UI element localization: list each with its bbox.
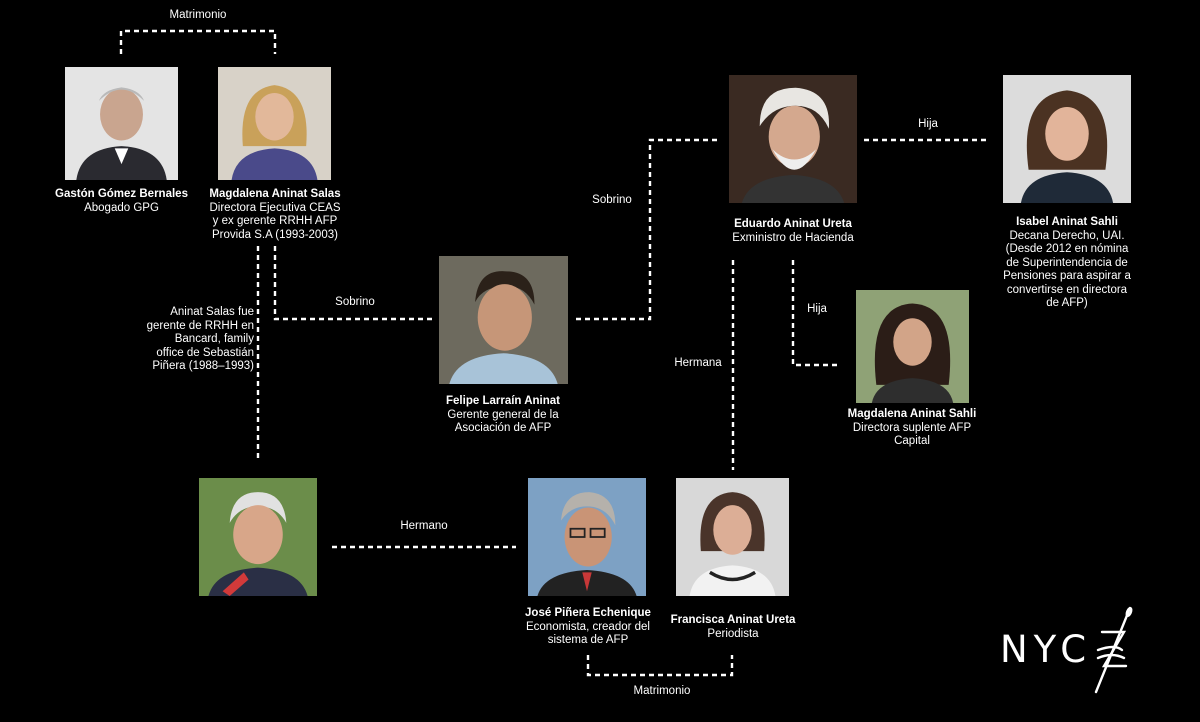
line-sobrino-right — [576, 138, 718, 321]
person-description: Decana Derecho, UAI. (Desde 2012 en nómi… — [1003, 229, 1131, 310]
caption-isabel: Isabel Aninat Sahli Decana Derecho, UAI.… — [987, 216, 1147, 311]
photo-magdalena-salas — [218, 67, 331, 180]
photo-gomez — [65, 67, 178, 180]
person-name: Magdalena Aninat Salas — [209, 188, 341, 200]
photo-eduardo — [729, 75, 857, 203]
photo-magdalena-sahli — [856, 290, 969, 403]
person-name: Isabel Aninat Sahli — [1016, 216, 1118, 228]
label-sobrino-right: Sobrino — [592, 194, 632, 206]
caption-gomez: Gastón Gómez Bernales Abogado GPG — [40, 188, 203, 215]
person-description: Exministro de Hacienda — [732, 231, 854, 244]
caption-francisca: Francisca Aninat Ureta Periodista — [653, 614, 813, 641]
line-sobrino-left — [273, 246, 434, 321]
photo-sebastian — [199, 478, 317, 596]
person-name: Gastón Gómez Bernales — [55, 188, 188, 200]
photo-francisca — [676, 478, 789, 596]
caption-jose: José Piñera Echenique Economista, creado… — [508, 607, 668, 648]
label-matrimonio-bottom: Matrimonio — [633, 685, 691, 697]
person-name: Magdalena Aninat Sahli — [847, 408, 977, 420]
label-sobrino-left: Sobrino — [335, 296, 375, 308]
caption-magdalena-sahli: Magdalena Aninat Sahli Directora suplent… — [832, 408, 992, 449]
person-name: Eduardo Aninat Ureta — [734, 218, 852, 230]
label-hermano: Hermano — [400, 520, 448, 532]
line-matrimonio-bottom — [586, 655, 734, 677]
label-hija-magdalena: Hija — [807, 303, 827, 315]
person-description: Directora Ejecutiva CEAS y ex gerente RR… — [209, 201, 341, 241]
person-description: Abogado GPG — [84, 201, 159, 214]
person-description: Periodista — [707, 627, 759, 640]
caption-felipe: Felipe Larraín Aninat Gerente general de… — [423, 395, 583, 436]
photo-jose — [528, 478, 646, 596]
caption-eduardo: Eduardo Aninat Ureta Exministro de Hacie… — [713, 218, 873, 245]
photo-isabel — [1003, 75, 1131, 203]
person-description: Economista, creador del sistema de AFP — [525, 620, 650, 647]
logo-text: NYC — [1000, 628, 1093, 671]
label-hija-isabel: Hija — [918, 118, 938, 130]
person-name: Francisca Aninat Ureta — [670, 614, 796, 626]
person-name: José Piñera Echenique — [525, 607, 651, 619]
label-hermana: Hermana — [674, 357, 722, 369]
label-note-bancard: Aninat Salas fue gerente de RRHH en Banc… — [146, 306, 254, 372]
caption-magdalena-salas: Magdalena Aninat Salas Directora Ejecuti… — [195, 188, 355, 242]
nyc-logo: NYC — [1000, 606, 1140, 696]
person-description: Gerente general de la Asociación de AFP — [447, 408, 559, 435]
person-description: Directora suplente AFP Capital — [852, 421, 972, 448]
line-hija-magdalena — [791, 260, 840, 367]
needle-icon — [1094, 606, 1133, 694]
label-matrimonio-top: Matrimonio — [169, 9, 227, 21]
person-name: Felipe Larraín Aninat — [446, 395, 560, 407]
photo-felipe — [439, 256, 568, 384]
line-matrimonio-top — [119, 29, 277, 54]
